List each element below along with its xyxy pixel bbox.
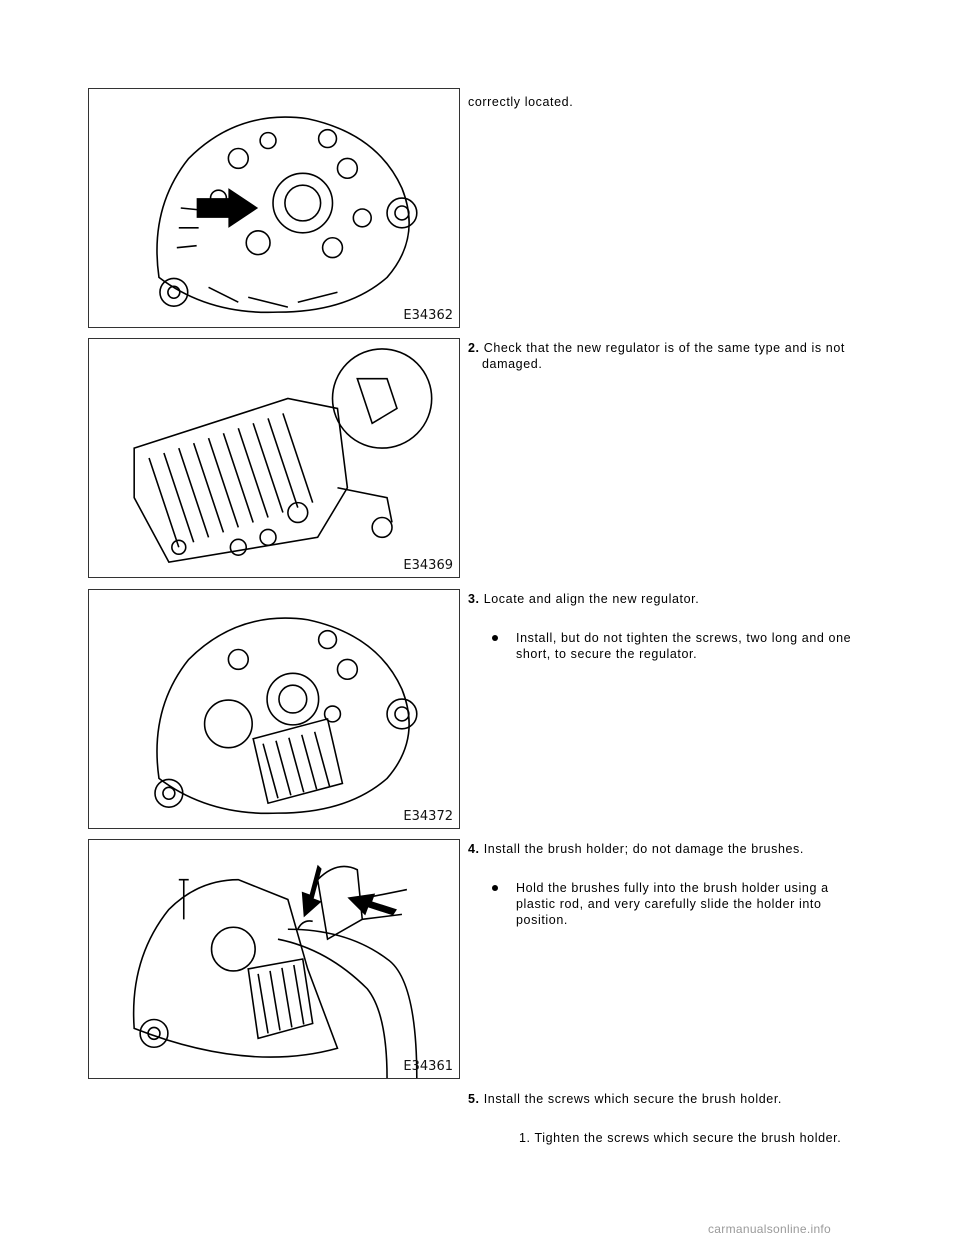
step-5-substep: 1. Tighten the screws which secure the b… [519,1131,842,1145]
figure-code: E34372 [403,809,453,824]
alternator-with-regulator-illustration [154,617,418,815]
watermark: carmanualsonline.info [708,1222,832,1236]
step-text: Locate and align the new regulator. [483,592,700,606]
figure-regulator-installed: E34372 [88,589,460,829]
figure-code: E34369 [403,558,453,573]
bullet-icon [492,635,498,641]
step-number: 4. [468,842,480,856]
step-5: 5. Install the screws which secure the b… [468,1091,898,1107]
figure-regulator: E34369 [88,338,460,578]
step-number: 3. [468,592,480,606]
figure-brush-holder: E34361 [88,839,460,1079]
step-text: Install the brush holder; do not damage … [483,842,804,856]
step-3-bullet: Install, but do not tighten the screws, … [492,630,868,662]
figure-alternator-rear: E34362 [88,88,460,328]
brush-holder-illustration [132,864,418,1078]
step-4-bullet: Hold the brushes fully into the brush ho… [492,880,868,928]
step-3: 3. Locate and align the new regulator. [468,591,898,607]
step-text-intro: correctly located. [468,95,574,109]
bullet-icon [492,885,498,891]
regulator-illustration [133,348,433,564]
figure-code: E34361 [403,1059,453,1074]
alternator-illustration [156,116,418,314]
step-text: Check that the new regulator is of the s… [483,341,845,355]
step-text: Install the screws which secure the brus… [483,1092,782,1106]
figure-code: E34362 [403,308,453,323]
step-number: 2. [468,341,480,355]
step-number: 5. [468,1092,480,1106]
step-2: 2. Check that the new regulator is of th… [468,340,898,372]
step-4: 4. Install the brush holder; do not dama… [468,841,898,857]
step-text-cont: damaged. [482,357,543,371]
